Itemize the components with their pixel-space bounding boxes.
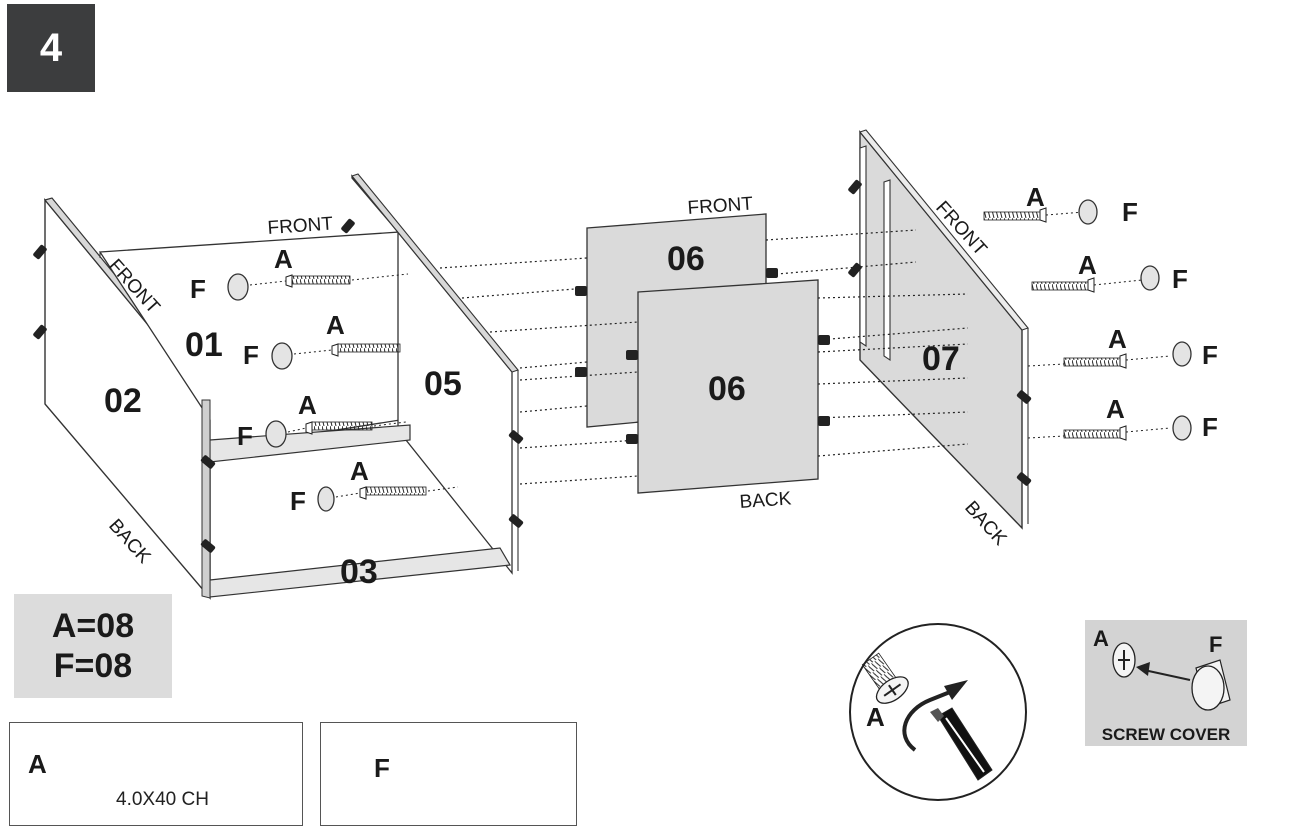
label-panel-05: 05 <box>424 365 462 403</box>
screw-cover-label-f: F <box>1209 632 1222 657</box>
screwdriver-detail: A <box>849 623 1027 801</box>
label-panel-06-rear: 06 <box>667 240 705 278</box>
screw-cover-label-a: A <box>1093 626 1109 651</box>
quantity-f: F=08 <box>53 647 133 685</box>
fitting-label-f: F <box>1202 412 1218 442</box>
fitting-label-f: F <box>290 486 306 516</box>
part-a-spec: 4.0X40 CH <box>116 789 209 810</box>
part-f-legend: F <box>320 722 577 826</box>
part-f-letter: F <box>374 753 390 783</box>
fitting-label-f: F <box>243 340 259 370</box>
label-front-top: FRONT <box>267 213 334 239</box>
fitting-label-a: A <box>326 310 345 340</box>
left-fittings <box>227 273 459 512</box>
quantity-box: A=08 F=08 <box>14 594 172 698</box>
fitting-label-a: A <box>1026 182 1045 212</box>
fitting-label-a: A <box>1078 250 1097 280</box>
detail-label-a: A <box>866 702 885 732</box>
screw-cover-detail-illustration: A F SCREW COVER <box>1085 620 1247 746</box>
alignment-lines <box>439 229 969 485</box>
panel-06-front <box>637 279 819 494</box>
fitting-label-f: F <box>1202 340 1218 370</box>
label-back-panel-06: BACK <box>739 488 792 513</box>
fitting-label-f: F <box>190 274 206 304</box>
label-panel-03: 03 <box>340 553 378 591</box>
fitting-label-f: F <box>1122 197 1138 227</box>
part-a-letter: A <box>28 749 47 779</box>
fitting-label-a: A <box>350 456 369 486</box>
part-a-legend: A 4.0X40 CH <box>9 722 303 826</box>
label-panel-06-front: 06 <box>708 370 746 408</box>
step-number-badge: 4 <box>7 4 95 92</box>
fitting-label-a: A <box>298 390 317 420</box>
label-panel-01: 01 <box>185 326 223 364</box>
drawer-slides <box>859 145 891 362</box>
fitting-label-a: A <box>1108 324 1127 354</box>
fitting-label-f: F <box>237 421 253 451</box>
fitting-label-a: A <box>1106 394 1125 424</box>
fitting-label-f: F <box>1172 264 1188 294</box>
label-panel-02: 02 <box>104 382 142 420</box>
quantity-a: A=08 <box>51 607 135 645</box>
right-fittings <box>983 199 1192 441</box>
fitting-label-a: A <box>274 244 293 274</box>
label-panel-07: 07 <box>922 340 960 378</box>
screw-cover-caption: SCREW COVER <box>1102 725 1230 744</box>
label-front-panel-06: FRONT <box>687 193 754 219</box>
